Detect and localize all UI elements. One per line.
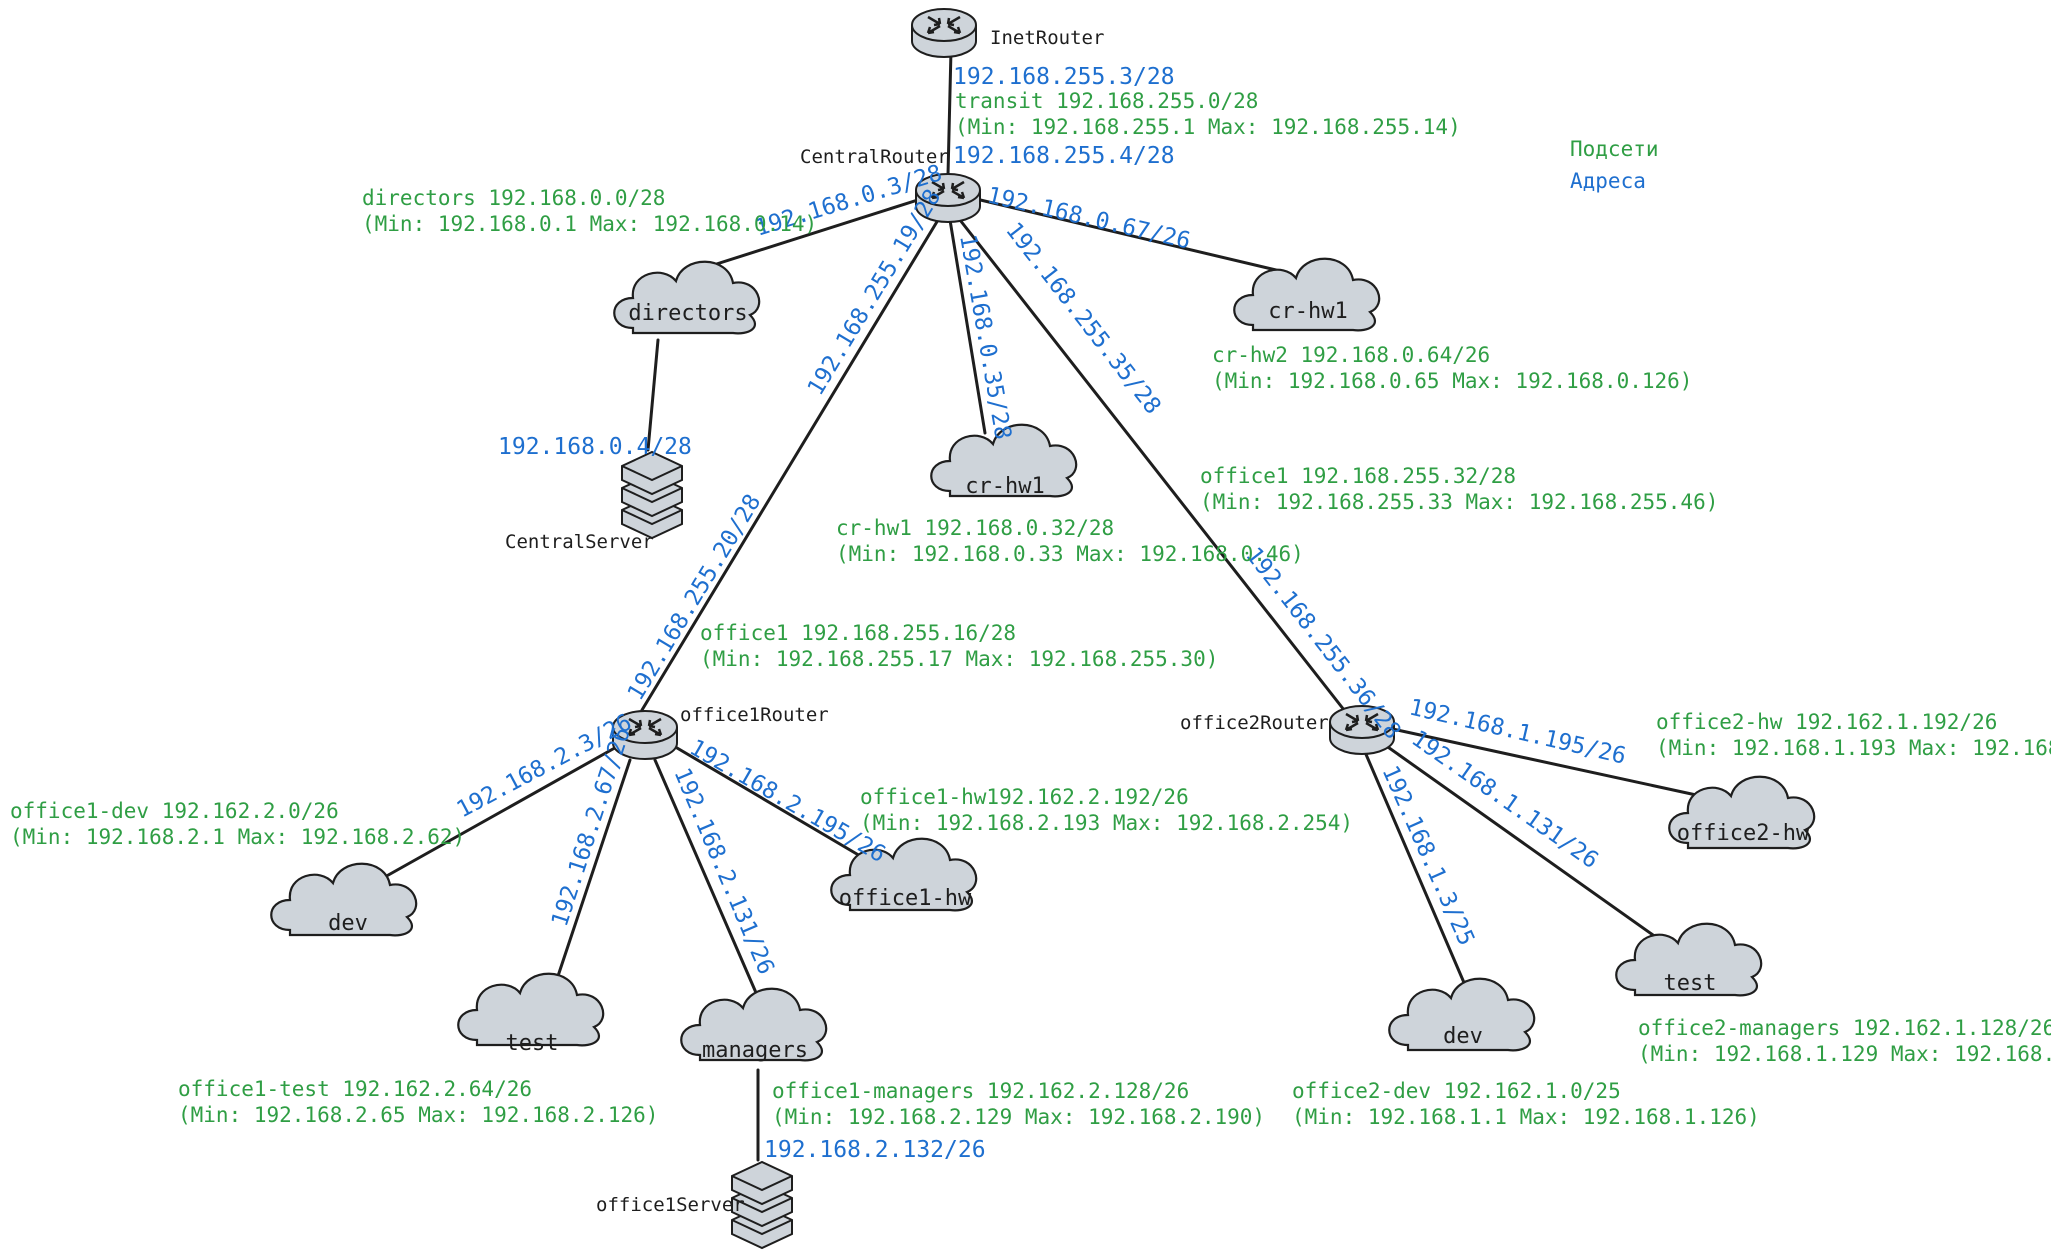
legend-subnets: Подсети	[1570, 137, 1659, 161]
router-inet-label: InetRouter	[990, 27, 1104, 49]
link-office2-dev	[1363, 750, 1467, 987]
cloud-office2-dev-label: dev	[1443, 1024, 1483, 1049]
link-office2-test	[1383, 743, 1662, 942]
link-central-directors	[702, 196, 926, 270]
legend-addresses: Адреса	[1570, 169, 1646, 193]
subnet-office2-hw-name: office2-hw 192.162.1.192/26	[1656, 710, 1997, 734]
subnet-directors-range: (Min: 192.168.0.1 Max: 192.168.0.14)	[362, 212, 817, 236]
router-arrows-icon	[1344, 712, 1380, 732]
link-inet-central	[946, 48, 953, 177]
subnet-transit-name: transit 192.168.255.0/28	[955, 89, 1258, 113]
subnet-office1-dev-range: (Min: 192.168.2.1 Max: 192.168.2.62)	[10, 825, 465, 849]
server-central-label: CentralServer	[505, 531, 654, 553]
subnet-office1-right-name: office1 192.168.255.32/28	[1200, 464, 1516, 488]
addr-office1server: 192.168.2.132/26	[764, 1137, 986, 1163]
subnet-office1-test-range: (Min: 192.168.2.65 Max: 192.168.2.126)	[178, 1103, 658, 1127]
router-office1-label: office1Router	[680, 704, 829, 726]
router-office1[interactable]	[612, 710, 678, 760]
cloud-office1-test-label: test	[506, 1031, 559, 1056]
cloud-crhw1-right-label: cr-hw1	[1268, 299, 1347, 324]
server-central[interactable]	[621, 450, 683, 540]
cloud-crhw1-mid-label: cr-hw1	[965, 474, 1044, 499]
subnet-crhw1-name: cr-hw1 192.168.0.32/28	[836, 516, 1114, 540]
subnet-directors-name: directors 192.168.0.0/28	[362, 186, 665, 210]
subnet-transit-range: (Min: 192.168.255.1 Max: 192.168.255.14)	[955, 115, 1461, 139]
links	[381, 48, 1712, 1162]
server-office1-label: office1Server	[596, 1194, 745, 1216]
cloud-office2-hw-label: office2-hw	[1677, 821, 1810, 846]
link-office1-dev	[381, 743, 622, 880]
link-office1-test	[553, 758, 632, 987]
subnet-office1-dev-name: office1-dev 192.162.2.0/26	[10, 799, 339, 823]
subnet-office2-managers-range: (Min: 192.168.1.129 Max: 192.168.1.190)	[1638, 1042, 2051, 1066]
cloud-office1-managers-label: managers	[702, 1038, 808, 1063]
subnet-office1-managers-name: office1-managers 192.162.2.128/26	[772, 1079, 1189, 1103]
link-central-crhw1-mid	[948, 218, 987, 435]
subnet-crhw1-range: (Min: 192.168.0.33 Max: 192.168.0.46)	[836, 542, 1304, 566]
router-arrows-icon	[627, 717, 663, 737]
subnet-office1-left-name: office1 192.168.255.16/28	[700, 621, 1016, 645]
subnet-office1-hw-range: (Min: 192.168.2.193 Max: 192.168.2.254)	[860, 811, 1353, 835]
addr-centralserver: 192.168.0.4/28	[498, 434, 692, 460]
subnet-office2-dev-name: office2-dev 192.162.1.0/25	[1292, 1079, 1621, 1103]
router-arrows-icon	[930, 180, 966, 200]
router-office2-label: office2Router	[1180, 712, 1329, 734]
subnet-office2-managers-name: office2-managers 192.162.1.128/26	[1638, 1016, 2051, 1040]
link-central-office2	[958, 218, 1350, 717]
addr-office2-dev: 192.168.1.3/25	[1377, 762, 1480, 950]
router-central-label: CentralRouter	[800, 146, 949, 168]
cloud-office2-test-label: test	[1664, 971, 1717, 996]
subnet-office2-hw-range: (Min: 192.168.1.193 Max: 192.168.1.254)	[1656, 736, 2051, 760]
link-office2-hw	[1386, 726, 1712, 800]
subnet-crhw2-name: cr-hw2 192.168.0.64/26	[1212, 343, 1490, 367]
subnet-office1-left-range: (Min: 192.168.255.17 Max: 192.168.255.30…	[700, 647, 1218, 671]
link-directors-centralserver	[646, 338, 660, 452]
cloud-office1-dev-label: dev	[328, 911, 368, 936]
link-office1-managers	[653, 758, 759, 997]
addr-inet-down: 192.168.255.3/28	[953, 64, 1175, 90]
subnet-office1-managers-range: (Min: 192.168.2.129 Max: 192.168.2.190)	[772, 1105, 1265, 1129]
router-inet[interactable]	[911, 8, 977, 58]
cloud-office1-hw-label: office1-hw	[839, 886, 972, 911]
server-office1[interactable]	[731, 1160, 793, 1250]
subnet-office1-hw-name: office1-hw192.162.2.192/26	[860, 785, 1189, 809]
router-central[interactable]	[915, 173, 981, 223]
link-central-crhw1-right	[970, 196, 1278, 272]
link-central-office1	[640, 218, 940, 712]
addr-central-crhw1: 192.168.0.35/28	[954, 233, 1016, 442]
subnet-office1-test-name: office1-test 192.162.2.64/26	[178, 1077, 532, 1101]
link-office1-hw	[670, 743, 869, 862]
router-arrows-icon	[926, 15, 962, 35]
subnet-office1-right-range: (Min: 192.168.255.33 Max: 192.168.255.46…	[1200, 490, 1718, 514]
subnet-office2-dev-range: (Min: 192.168.1.1 Max: 192.168.1.126)	[1292, 1105, 1760, 1129]
router-office2[interactable]	[1329, 705, 1395, 755]
addr-central-office2: 192.168.255.35/28	[1000, 218, 1165, 420]
addr-central-up: 192.168.255.4/28	[953, 143, 1175, 169]
cloud-directors-label: directors	[628, 301, 747, 326]
subnet-crhw2-range: (Min: 192.168.0.65 Max: 192.168.0.126)	[1212, 369, 1692, 393]
